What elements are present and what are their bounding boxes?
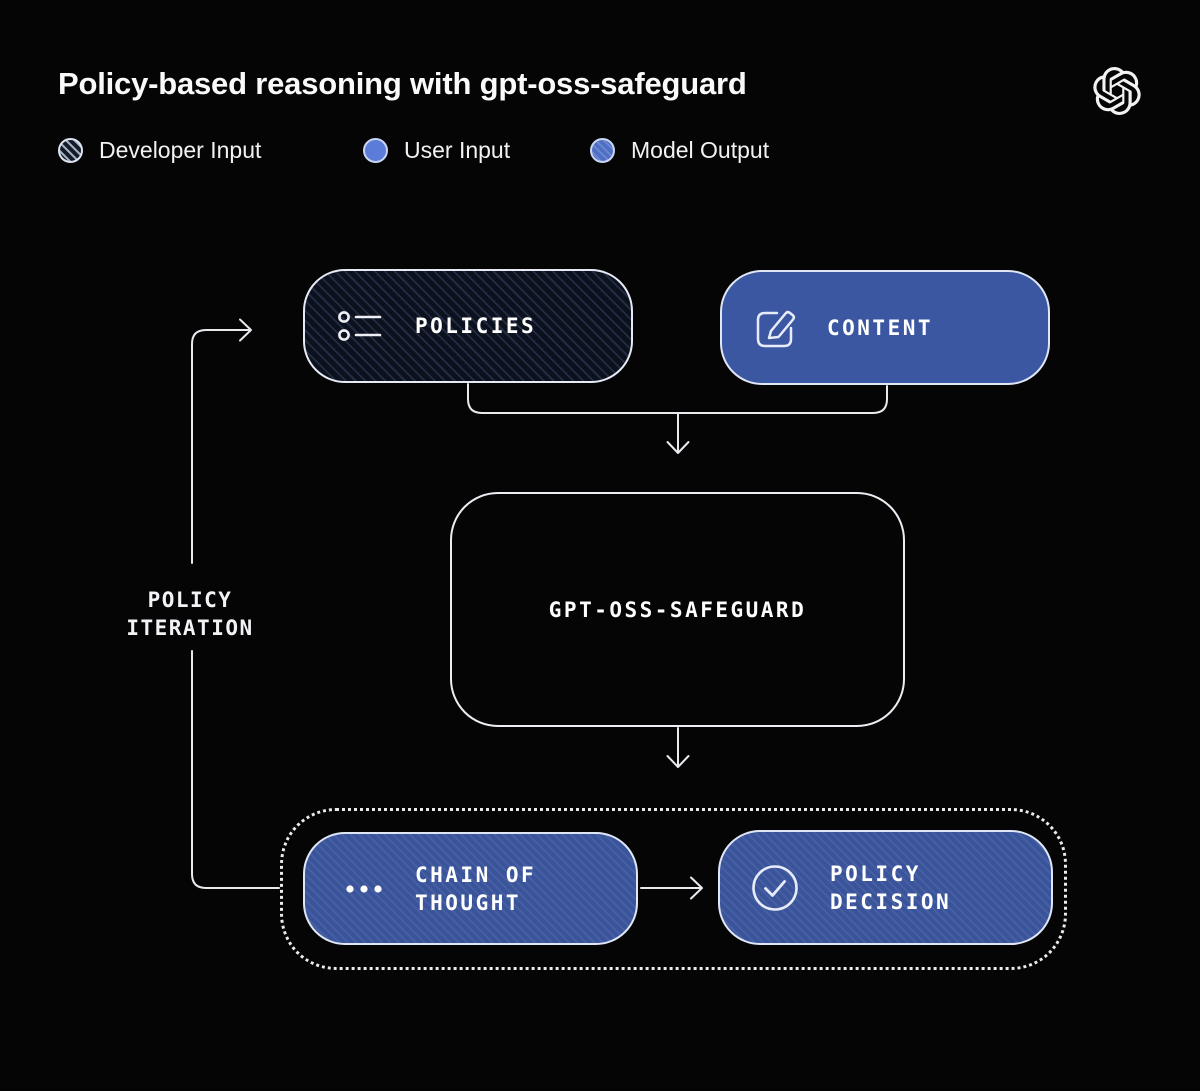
safeguard-label: GPT-OSS-SAFEGUARD	[548, 597, 807, 622]
policy-decision-node: POLICY DECISION	[718, 830, 1053, 945]
legend-item-developer-input: Developer Input	[58, 137, 261, 164]
chain-of-thought-node: CHAIN OF THOUGHT	[303, 832, 638, 945]
checklist-icon	[338, 311, 382, 341]
model-output-group	[280, 808, 1067, 970]
page-title: Policy-based reasoning with gpt-oss-safe…	[58, 66, 747, 101]
model-output-swatch-icon	[590, 138, 615, 163]
legend-item-model-output: Model Output	[590, 137, 769, 164]
policies-node: POLICIES	[303, 269, 633, 383]
developer-input-swatch-icon	[58, 138, 83, 163]
policy-decision-label: POLICY DECISION	[830, 861, 952, 914]
legend-label: Developer Input	[99, 137, 262, 163]
user-input-swatch-icon	[363, 138, 388, 163]
chain-of-thought-label: CHAIN OF THOUGHT	[415, 862, 537, 915]
policy-iteration-label: POLICY ITERATION	[126, 588, 254, 640]
edit-icon	[756, 310, 796, 347]
content-label: CONTENT	[827, 315, 934, 340]
ellipsis-icon	[346, 884, 382, 893]
content-node: CONTENT	[720, 270, 1050, 385]
policies-label: POLICIES	[415, 314, 537, 338]
legend-label: User Input	[404, 137, 511, 163]
safeguard-model-node: GPT-OSS-SAFEGUARD	[450, 492, 905, 727]
check-circle-icon	[752, 864, 798, 911]
legend-item-user-input: User Input	[363, 137, 510, 164]
openai-logo-icon	[1093, 67, 1141, 115]
legend-label: Model Output	[631, 137, 770, 163]
